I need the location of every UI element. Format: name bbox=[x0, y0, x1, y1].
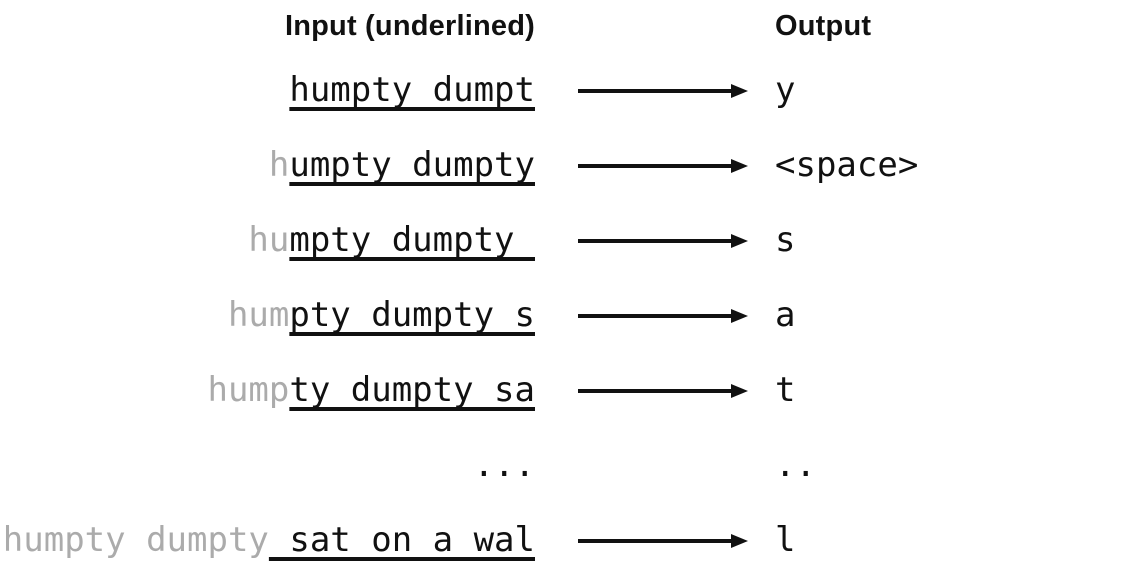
output-char: a bbox=[775, 295, 796, 336]
example-row: humpty dumpty s bbox=[0, 203, 1143, 278]
output-char: <space> bbox=[775, 145, 919, 186]
example-row: humpty dumpty <space> bbox=[0, 128, 1143, 203]
input-window: humpty dumpt bbox=[289, 70, 535, 111]
input-column-header: Input (underlined) bbox=[284, 10, 535, 42]
input-prefix: humpty dumpty bbox=[2, 520, 269, 561]
arrow-icon bbox=[578, 158, 748, 173]
input-text: humpty dumpty sat on a wal bbox=[3, 520, 535, 561]
input-window: sat on a wal bbox=[268, 520, 535, 561]
input-text: humpty dumpty s bbox=[228, 295, 535, 336]
input-window: ty dumpty sa bbox=[289, 370, 535, 411]
output-char: .. bbox=[775, 445, 816, 486]
arrow-icon bbox=[578, 533, 748, 548]
input-text: humpty dumpty bbox=[269, 145, 535, 186]
input-window: pty dumpty s bbox=[289, 295, 535, 336]
input-prefix: hu bbox=[248, 220, 290, 261]
arrow-icon bbox=[578, 308, 748, 323]
example-row: humpty dumpty sa t bbox=[0, 353, 1143, 428]
arrow-icon bbox=[578, 383, 748, 398]
input-text: humpty dumpt bbox=[289, 70, 535, 111]
arrow-icon bbox=[578, 83, 748, 98]
output-char: y bbox=[775, 70, 796, 111]
input-window: umpty dumpty bbox=[289, 145, 535, 186]
example-row: ... .. bbox=[0, 428, 1143, 503]
input-prefix: h bbox=[268, 145, 290, 186]
example-row: humpty dumpty sat on a wal l bbox=[0, 503, 1143, 578]
input-window: mpty dumpty bbox=[289, 220, 535, 261]
example-row: humpty dumpt y bbox=[0, 53, 1143, 128]
header-spacer bbox=[535, 0, 775, 53]
input-text: humpty dumpty sa bbox=[207, 370, 535, 411]
example-row: humpty dumpty s a bbox=[0, 278, 1143, 353]
output-column-header: Output bbox=[775, 10, 872, 42]
output-char: l bbox=[775, 520, 796, 561]
input-text: humpty dumpty bbox=[248, 220, 535, 261]
input-text: ... bbox=[474, 445, 535, 486]
arrow-icon bbox=[578, 233, 748, 248]
output-char: t bbox=[775, 370, 796, 411]
rows-container: humpty dumpt y humpty dumpty <space> h bbox=[0, 53, 1143, 578]
header-row: Input (underlined) Output bbox=[0, 0, 1143, 53]
input-prefix: hump bbox=[207, 370, 290, 411]
output-char: s bbox=[775, 220, 796, 261]
input-prefix: hum bbox=[227, 295, 290, 336]
input-window: ... bbox=[473, 445, 535, 486]
